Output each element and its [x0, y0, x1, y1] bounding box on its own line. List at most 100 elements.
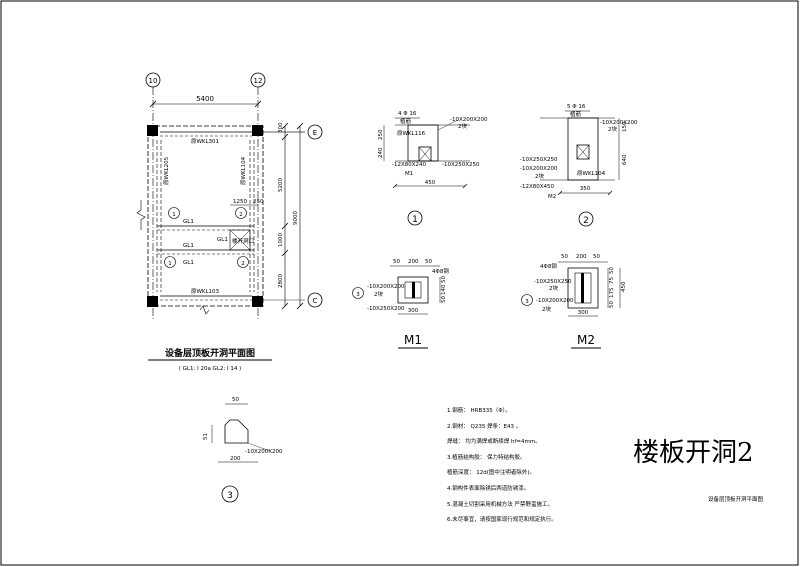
m2-dim-top-2: 200 — [576, 254, 587, 260]
dim-top-5400: 5400 — [196, 95, 214, 103]
detail1-dim-h2: 240 — [378, 147, 384, 158]
beam-label-left: 原WKL205 — [163, 156, 170, 185]
m2-bolt: 2块 — [549, 284, 558, 292]
beam-label-right: 原WKL104 — [240, 156, 247, 185]
note-5: 5.混凝土切割采用机械方法 严禁野蛮施工。 — [447, 500, 553, 508]
m2-dim-top-1: 50 — [561, 254, 568, 260]
note-4: 4.钢构件表面除锈后两道防锈漆。 — [447, 484, 529, 492]
m2-plate-b: -10X200X200 — [536, 298, 574, 304]
detail2-plate-e: -12X80X450 — [520, 184, 555, 190]
axis-label-E: E — [313, 129, 317, 137]
gl1-label-b: GL1 — [217, 237, 228, 243]
axis-bubble-C — [307, 292, 323, 308]
dim-r2-5200: 5200 — [278, 178, 284, 192]
detail-marker-2b — [237, 256, 249, 268]
plan-title: 设备层顶板开洞平面图 — [165, 347, 255, 359]
svg-text:1: 1 — [168, 261, 172, 267]
detail2-label: 2 — [583, 216, 589, 226]
general-notes: 1.钢筋： HRB335（Φ）。 2.钢材： Q235 焊条：E43 。 焊缝：… — [447, 406, 557, 523]
m2-dim-side-total: 450 — [621, 281, 627, 292]
svg-text:3: 3 — [356, 292, 360, 298]
note-3: 3.植筋结构胶： 保力特结构胶。 — [447, 453, 526, 461]
detail1-top-rebar: 4 Φ 16 — [398, 111, 417, 117]
detail2-member: M2 — [548, 194, 556, 200]
m1-dim-side-1: 50 — [441, 276, 447, 283]
column-bottom-right — [252, 296, 263, 307]
m2-dim-bottom: 300 — [578, 310, 589, 316]
sheet-title-block: 楼板开洞2 设备层顶板开洞平面图 — [633, 438, 764, 503]
detail1-dim-w: 450 — [425, 180, 436, 186]
detail-2: 5 Φ 16 植筋 -10X200X200 2块 150 640 -10X250… — [520, 104, 638, 227]
axis-label-C: C — [313, 297, 318, 305]
detail-marker-2a — [235, 207, 247, 219]
m1-plate-a: -10X200X200 — [367, 284, 405, 290]
m1-marker — [352, 287, 364, 299]
dim-1250: 1250 — [233, 199, 247, 205]
axis-label-12: 12 — [254, 77, 263, 85]
m1-dim-top-1: 50 — [393, 259, 400, 265]
gl1-label-d: GL1 — [183, 260, 194, 266]
m1-dim-side-2: 140 — [441, 284, 447, 295]
m1-dim-top-2: 200 — [408, 259, 419, 265]
detail1-label-circle — [407, 210, 423, 226]
dim-r3-1000: 1000 — [278, 233, 284, 247]
m2-dim-top-3: 50 — [593, 254, 600, 260]
detail-1: 4 Φ 16 植筋 -10X200X200 2块 原WKL116 250 240… — [378, 111, 488, 226]
plan-outline — [147, 125, 264, 307]
detail3-plate: -10X200X200 — [245, 449, 283, 455]
detail2-dim-w: 350 — [580, 186, 591, 192]
detail1-plate-c: -10X250X250 — [442, 162, 480, 168]
opening-label: 楼开洞口 — [232, 237, 254, 245]
svg-text:3: 3 — [525, 299, 529, 305]
embed-plate-m1: 50 200 50 4Φ8钢 3 -10X200X200 2块 -10X250X… — [352, 259, 449, 349]
slab-opening — [229, 229, 251, 251]
m1-dim-side-3: 50 — [441, 296, 447, 303]
column-bottom-left — [147, 296, 158, 307]
detail3-profile — [224, 419, 249, 444]
dim-250: 250 — [253, 199, 264, 205]
m2-plate — [567, 267, 599, 309]
dim-r4-2800: 2800 — [278, 274, 284, 288]
detail2-beam: 原WKL104 — [577, 170, 606, 177]
m2-dim-side-4: 50 — [609, 301, 615, 308]
m1-dim-top-3: 50 — [425, 259, 432, 265]
m2-rebar: 4Φ8钢 — [540, 262, 557, 270]
detail1-top-note: 植筋 — [400, 117, 412, 125]
detail2-label-circle — [578, 211, 594, 227]
gl1-label-a: GL1 — [183, 219, 194, 225]
m1-plate — [397, 276, 429, 304]
detail1-plate-b: -12X80X240 — [392, 162, 427, 168]
embed-plate-m2: 50 200 50 4Φ8钢 -10X250X250 2块 3 -10X200X… — [521, 254, 627, 349]
m2-marker — [521, 294, 533, 306]
note-2b: 焊缝： 均为满焊或断续焊 hf=4mm。 — [447, 437, 541, 445]
m1-rebar: 4Φ8钢 — [432, 267, 449, 275]
plan-subtitle: ( GL1: I 20a GL2: I 14 ) — [179, 366, 242, 372]
detail-3: 50 51 -10X200X200 200 3 — [203, 397, 283, 503]
detail-marker-1a — [168, 207, 180, 219]
beam-label-bottom: 原WKL103 — [191, 288, 220, 295]
detail2-top-rebar: 5 Φ 16 — [567, 104, 586, 110]
detail-marker-1b — [164, 256, 176, 268]
beam-label-top: 原WKL301 — [191, 138, 219, 145]
detail3-dim-side: 51 — [203, 433, 209, 440]
detail1-member: M1 — [405, 171, 413, 177]
detail2-plate-d: 2块 — [535, 172, 544, 180]
sheet-subtitle: 设备层顶板开洞平面图 — [708, 495, 764, 503]
axis-bubble-E — [307, 124, 323, 140]
detail2-plate-b: -10X250X250 — [520, 157, 558, 163]
m2-dim-side-1: 50 — [609, 267, 615, 274]
detail2-bolt-a: 2块 — [608, 125, 617, 133]
note-3b: 植筋深度： 12d(图中注明者除外)。 — [447, 468, 535, 476]
sheet-title: 楼板开洞2 — [633, 438, 754, 468]
detail3-label-circle — [221, 485, 239, 503]
detail3-dim-top: 50 — [232, 397, 239, 403]
axis-label-10: 10 — [149, 77, 158, 85]
note-6: 6.未尽事宜，请按国家现行规范和规定执行。 — [447, 515, 557, 523]
m2-dim-side-2: 75 — [609, 277, 615, 284]
opening-plan: 10 12 5400 原WKL301 原WKL103 原WKL205 原WKL1… — [136, 72, 323, 372]
detail1-dim-h1: 250 — [378, 129, 384, 140]
detail2-dim-h1: 150 — [622, 121, 628, 132]
m2-label: M2 — [577, 333, 595, 347]
